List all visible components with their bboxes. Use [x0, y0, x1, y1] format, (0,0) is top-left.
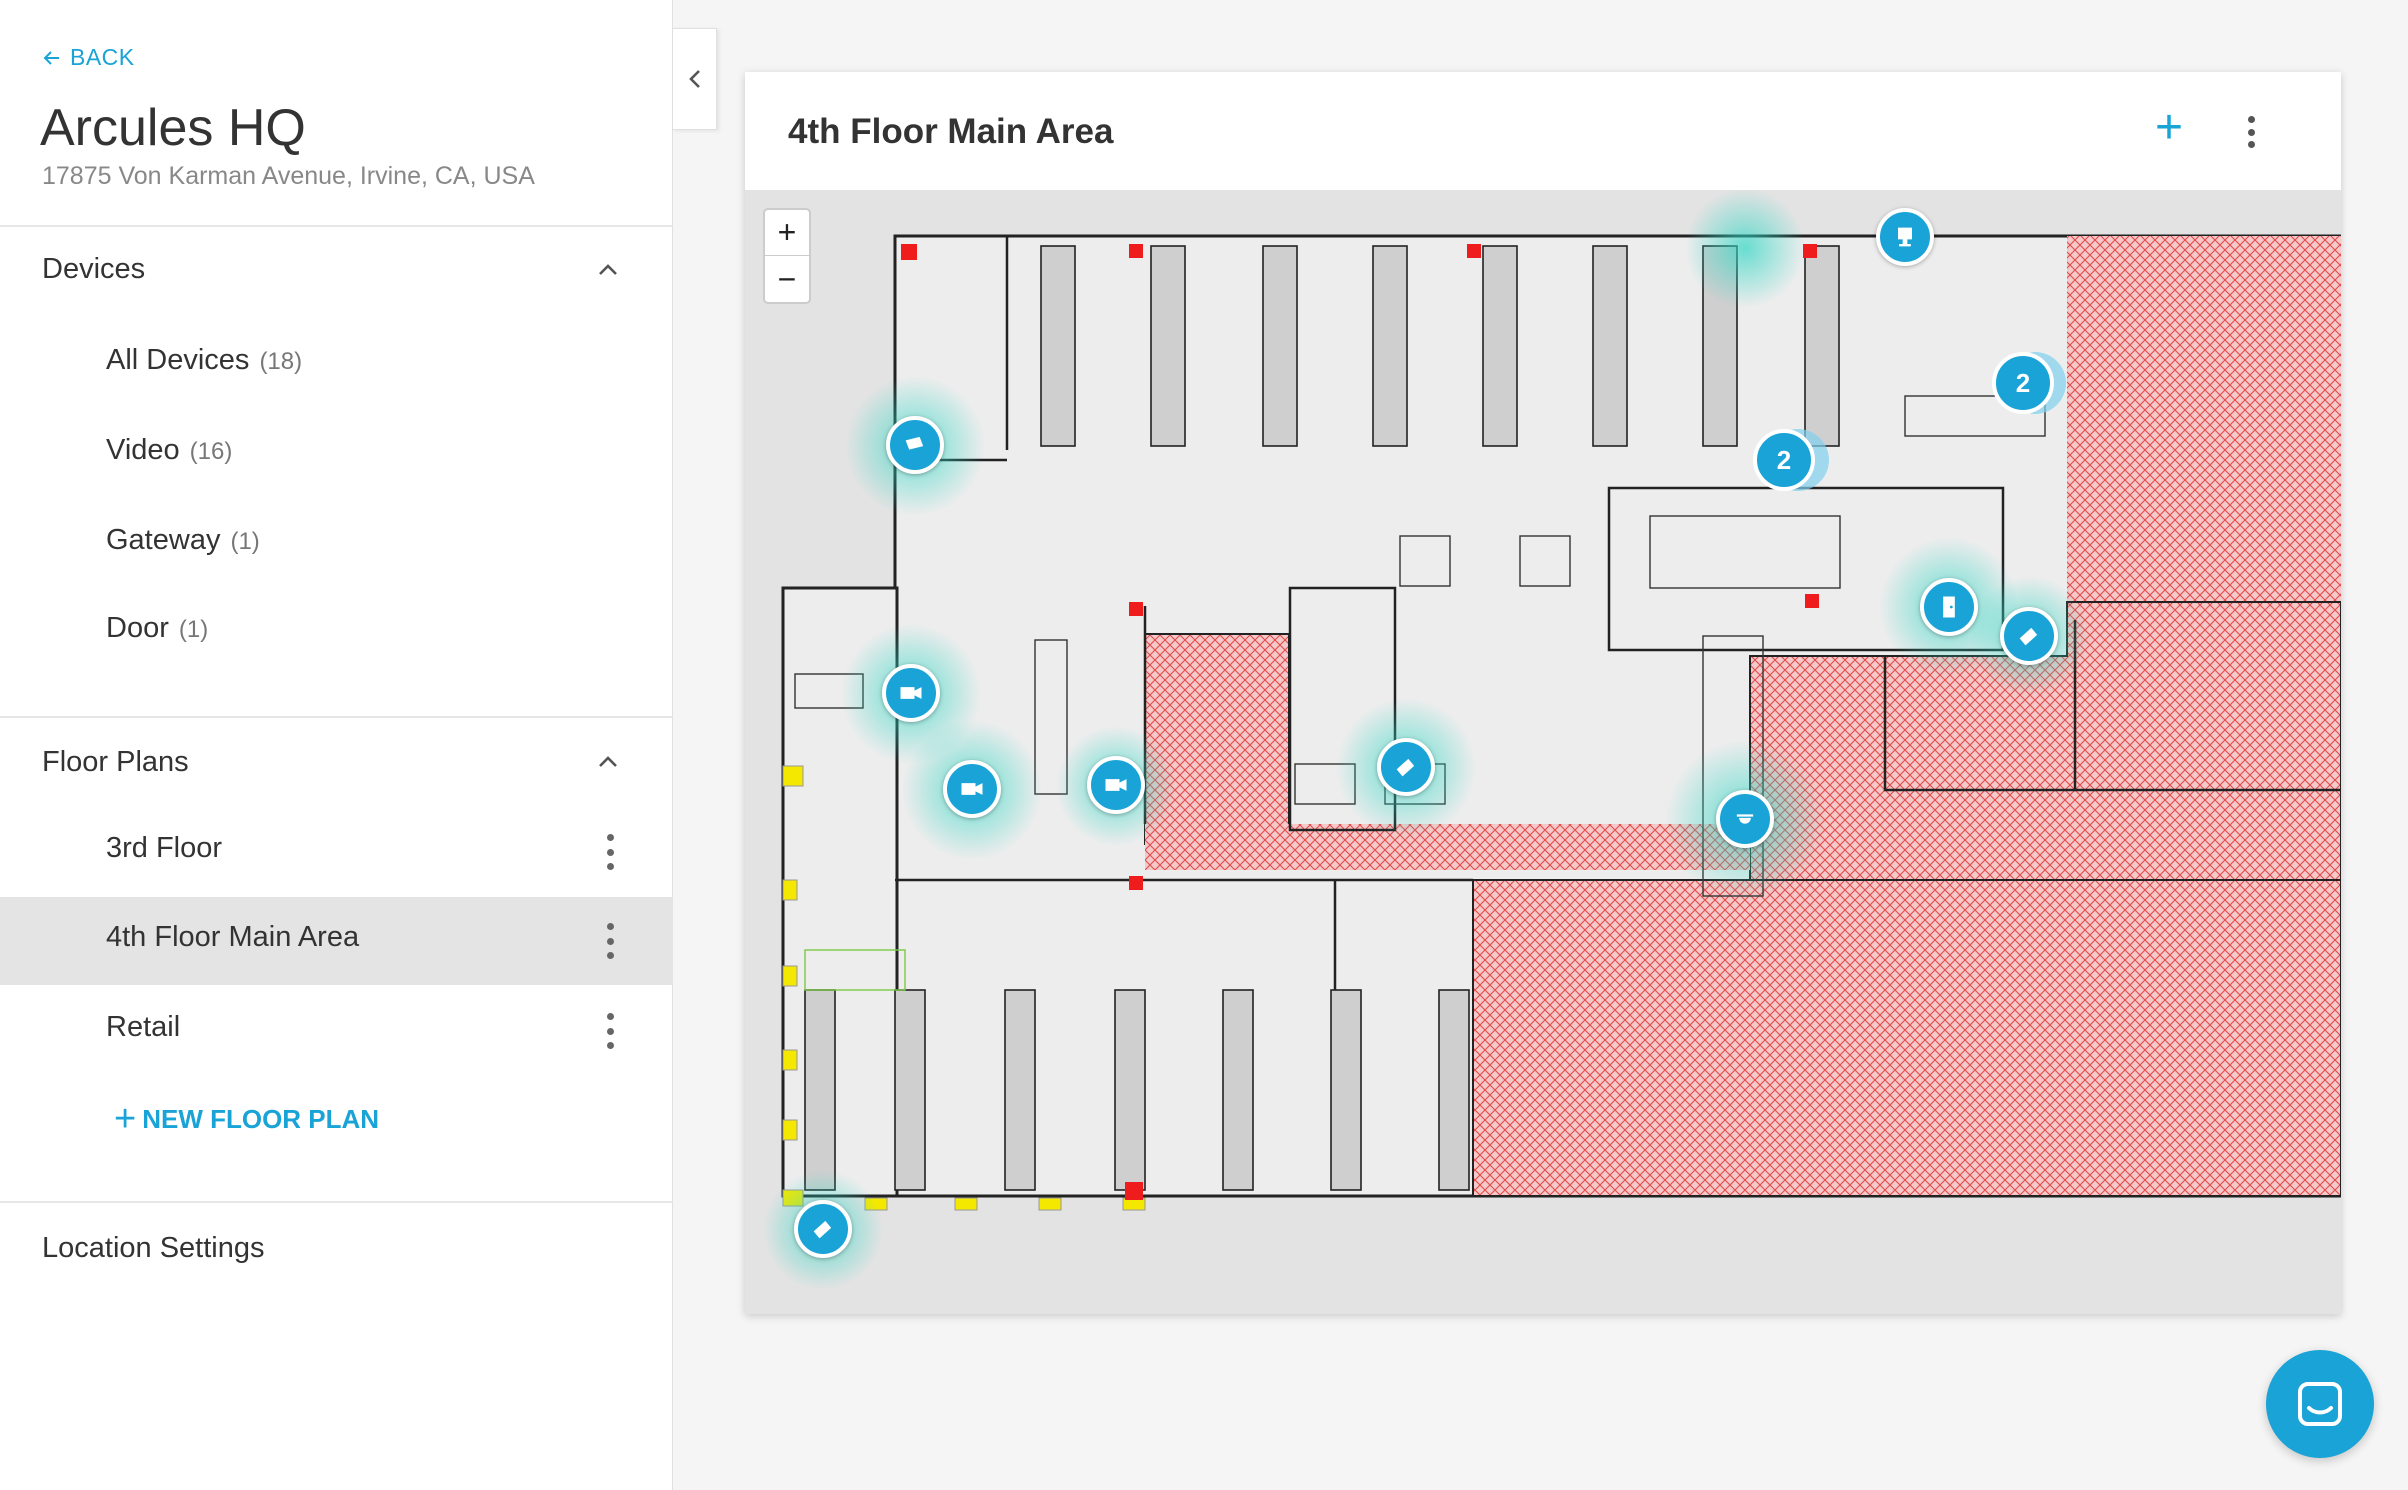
dome-camera-icon — [1736, 814, 1754, 824]
device-count: (16) — [189, 438, 233, 465]
camera-icon — [813, 1220, 832, 1239]
restricted-zones — [1144, 236, 2341, 1197]
device-item-label: Gateway — [106, 524, 221, 556]
kebab-icon[interactable] — [600, 919, 620, 963]
gateway-marker[interactable] — [1876, 208, 1934, 266]
cluster-count: 2 — [1992, 352, 2054, 414]
device-fov-areas — [763, 190, 2089, 1290]
device-count: (1) — [230, 528, 260, 555]
camera-marker[interactable] — [943, 760, 1001, 818]
door-icon — [1943, 596, 1955, 618]
floor-plan-drawing — [763, 190, 2341, 1290]
device-item-all[interactable]: All Devices (18) — [106, 344, 302, 377]
camera-marker[interactable] — [1087, 756, 1145, 814]
gateway-icon — [1898, 227, 1912, 247]
kebab-icon[interactable] — [2241, 116, 2261, 148]
sidebar: BACK Arcules HQ 17875 Von Karman Avenue,… — [0, 0, 673, 1490]
site-address: 17875 Von Karman Avenue, Irvine, CA, USA — [42, 162, 535, 190]
divider — [0, 1201, 673, 1203]
device-cluster-marker[interactable]: 2 — [1753, 429, 1829, 491]
device-count: (18) — [259, 348, 303, 375]
device-item-label: Door — [106, 612, 169, 644]
chevron-up-icon[interactable] — [594, 256, 622, 284]
device-item-door[interactable]: Door (1) — [106, 612, 208, 645]
chevron-up-icon[interactable] — [594, 748, 622, 776]
plus-icon[interactable]: + — [2154, 101, 2184, 154]
floor-plan-label: 4th Floor Main Area — [106, 921, 360, 953]
card-header: 4th Floor Main Area + — [745, 72, 2341, 190]
camera-marker[interactable] — [886, 416, 944, 474]
floor-plan-item-retail[interactable]: Retail — [0, 987, 673, 1075]
device-item-label: Video — [106, 434, 180, 466]
zoom-control: + − — [763, 208, 811, 304]
floor-plan-label: Retail — [106, 1011, 181, 1043]
kebab-icon[interactable] — [600, 1009, 620, 1053]
devices-heading[interactable]: Devices — [42, 253, 146, 285]
new-floor-plan-label: NEW FLOOR PLAN — [142, 1103, 380, 1134]
back-label: BACK — [70, 44, 135, 70]
divider — [0, 716, 673, 718]
zoom-out-button[interactable]: − — [777, 260, 797, 297]
new-floor-plan-button[interactable]: + NEW FLOOR PLAN — [114, 1100, 379, 1138]
chat-icon — [2298, 1382, 2342, 1426]
floor-plan-item-3rd-floor[interactable]: 3rd Floor — [0, 808, 673, 896]
camera-marker[interactable] — [882, 664, 940, 722]
device-item-gateway[interactable]: Gateway (1) — [106, 524, 260, 557]
floor-plan-map[interactable]: 2 2 + − — [745, 190, 2341, 1314]
video-camera-icon — [961, 783, 983, 795]
camera-icon — [2019, 627, 2038, 646]
cubicles-bottom — [804, 989, 1470, 1191]
plus-icon: + — [114, 1098, 137, 1140]
floor-plan-card: 4th Floor Main Area + — [745, 72, 2341, 1314]
arrow-left-icon — [43, 50, 59, 65]
collapse-sidebar-button[interactable] — [673, 28, 717, 130]
cluster-count: 2 — [1753, 429, 1815, 491]
video-camera-icon — [900, 687, 922, 699]
location-settings-link[interactable]: Location Settings — [42, 1232, 265, 1264]
floor-plan-item-4th-floor[interactable]: 4th Floor Main Area — [0, 897, 673, 985]
kebab-icon[interactable] — [600, 830, 620, 874]
alarm-markers — [901, 244, 1819, 1200]
zoom-in-button[interactable]: + — [765, 210, 809, 256]
divider — [0, 225, 673, 227]
card-title: 4th Floor Main Area — [788, 112, 1114, 151]
video-camera-icon — [1105, 779, 1127, 791]
camera-marker[interactable] — [1377, 738, 1435, 796]
floor-plans-heading[interactable]: Floor Plans — [42, 746, 189, 778]
device-count: (1) — [178, 616, 209, 643]
camera-icon — [905, 436, 924, 450]
back-link[interactable]: BACK — [42, 44, 135, 71]
site-title: Arcules HQ — [40, 99, 306, 157]
device-item-label: All Devices — [106, 344, 250, 376]
device-cluster-marker[interactable]: 2 — [1992, 352, 2066, 414]
device-item-video[interactable]: Video (16) — [106, 434, 232, 467]
camera-marker[interactable] — [2000, 607, 2058, 665]
camera-marker[interactable] — [794, 1200, 852, 1258]
floor-plan-label: 3rd Floor — [106, 832, 223, 864]
cubicles-top — [1040, 245, 1840, 447]
door-marker[interactable] — [1920, 578, 1978, 636]
camera-icon — [1396, 758, 1415, 777]
dome-camera-marker[interactable] — [1716, 790, 1774, 848]
chevron-left-icon — [688, 70, 700, 88]
chat-button[interactable] — [2266, 1350, 2374, 1458]
